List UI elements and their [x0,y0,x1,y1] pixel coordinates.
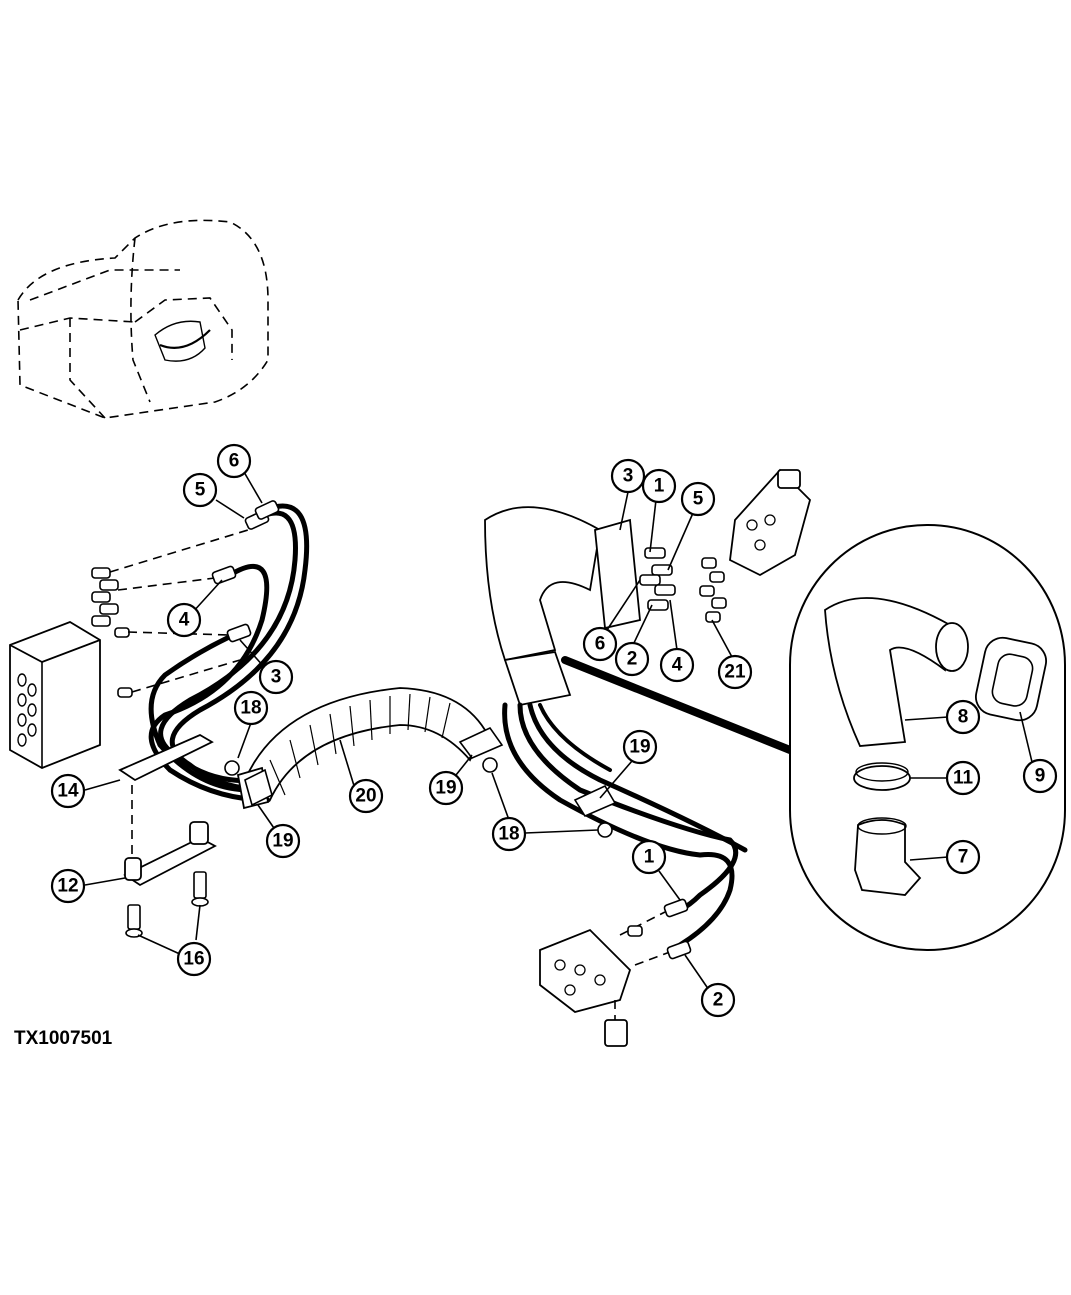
svg-text:2: 2 [713,990,724,1011]
callout-3-center: 3 [610,458,646,494]
svg-text:2: 2 [627,649,638,670]
svg-text:18: 18 [498,824,519,845]
svg-text:1: 1 [654,476,665,497]
svg-text:21: 21 [724,662,746,683]
svg-text:1: 1 [644,847,655,868]
svg-text:9: 9 [1035,766,1046,787]
cab-locator-sketch [17,219,269,419]
svg-text:6: 6 [595,634,606,655]
svg-text:18: 18 [240,698,261,719]
leader-lines [84,471,1033,991]
bracket-14 [118,733,214,782]
callout-5-center: 5 [680,481,716,517]
center-elbow-boot [484,506,641,707]
center-fittings [639,547,676,611]
callout-19-right: 19 [622,729,658,765]
svg-text:5: 5 [693,489,704,510]
callout-6-center: 6 [582,626,618,662]
callout-4-center: 4 [659,647,695,683]
callout-7: 7 [945,839,981,875]
callout-14: 14 [50,773,86,809]
svg-text:11: 11 [953,768,974,789]
callout-16: 16 [176,941,212,977]
callout-11: 11 [945,760,981,796]
svg-text:8: 8 [958,707,969,728]
svg-text:20: 20 [355,786,376,807]
callout-1-lower: 1 [631,839,667,875]
lower-hose-fittings [627,898,692,960]
clamps-and-nuts [224,726,617,838]
svg-text:19: 19 [272,831,293,852]
svg-text:14: 14 [57,781,79,802]
callout-20: 20 [348,778,384,814]
callout-9: 9 [1022,758,1058,794]
callout-18-left: 18 [233,690,269,726]
upper-right-valve [729,468,812,577]
svg-text:7: 7 [958,847,969,868]
svg-text:12: 12 [57,876,78,897]
callout-3-left: 3 [258,659,294,695]
callout-19-center: 19 [428,770,464,806]
bracket-12 [123,821,217,887]
callout-18-center: 18 [491,816,527,852]
svg-text:16: 16 [183,949,204,970]
callout-21: 21 [717,654,753,690]
svg-text:4: 4 [179,610,190,631]
bolts-16 [125,871,209,938]
callout-5-left: 5 [182,472,218,508]
fittings-21 [699,557,727,623]
diagonal-bundle [561,656,794,754]
svg-text:5: 5 [195,480,206,501]
callout-4-left: 4 [166,602,202,638]
center-hose-bundle [502,702,748,948]
callout-2-lower: 2 [700,982,736,1018]
callout-6-left: 6 [216,443,252,479]
fittings-cluster-left [91,567,133,698]
detail-inset [789,524,1066,951]
left-valve-block [9,621,101,769]
figure-id-label: TX1007501 [14,1028,113,1049]
left-hoses [148,503,310,803]
callout-19-left: 19 [265,823,301,859]
lower-valve-block [539,928,632,1047]
callout-8: 8 [945,699,981,735]
callout-1-center: 1 [641,468,677,504]
callout-12: 12 [50,868,86,904]
svg-text:19: 19 [629,737,650,758]
svg-text:3: 3 [623,466,634,487]
callout-2-center: 2 [614,641,650,677]
svg-text:6: 6 [229,451,240,472]
svg-text:4: 4 [672,655,683,676]
svg-text:3: 3 [271,667,282,688]
svg-text:19: 19 [435,778,456,799]
left-hose-fittings [211,500,280,643]
